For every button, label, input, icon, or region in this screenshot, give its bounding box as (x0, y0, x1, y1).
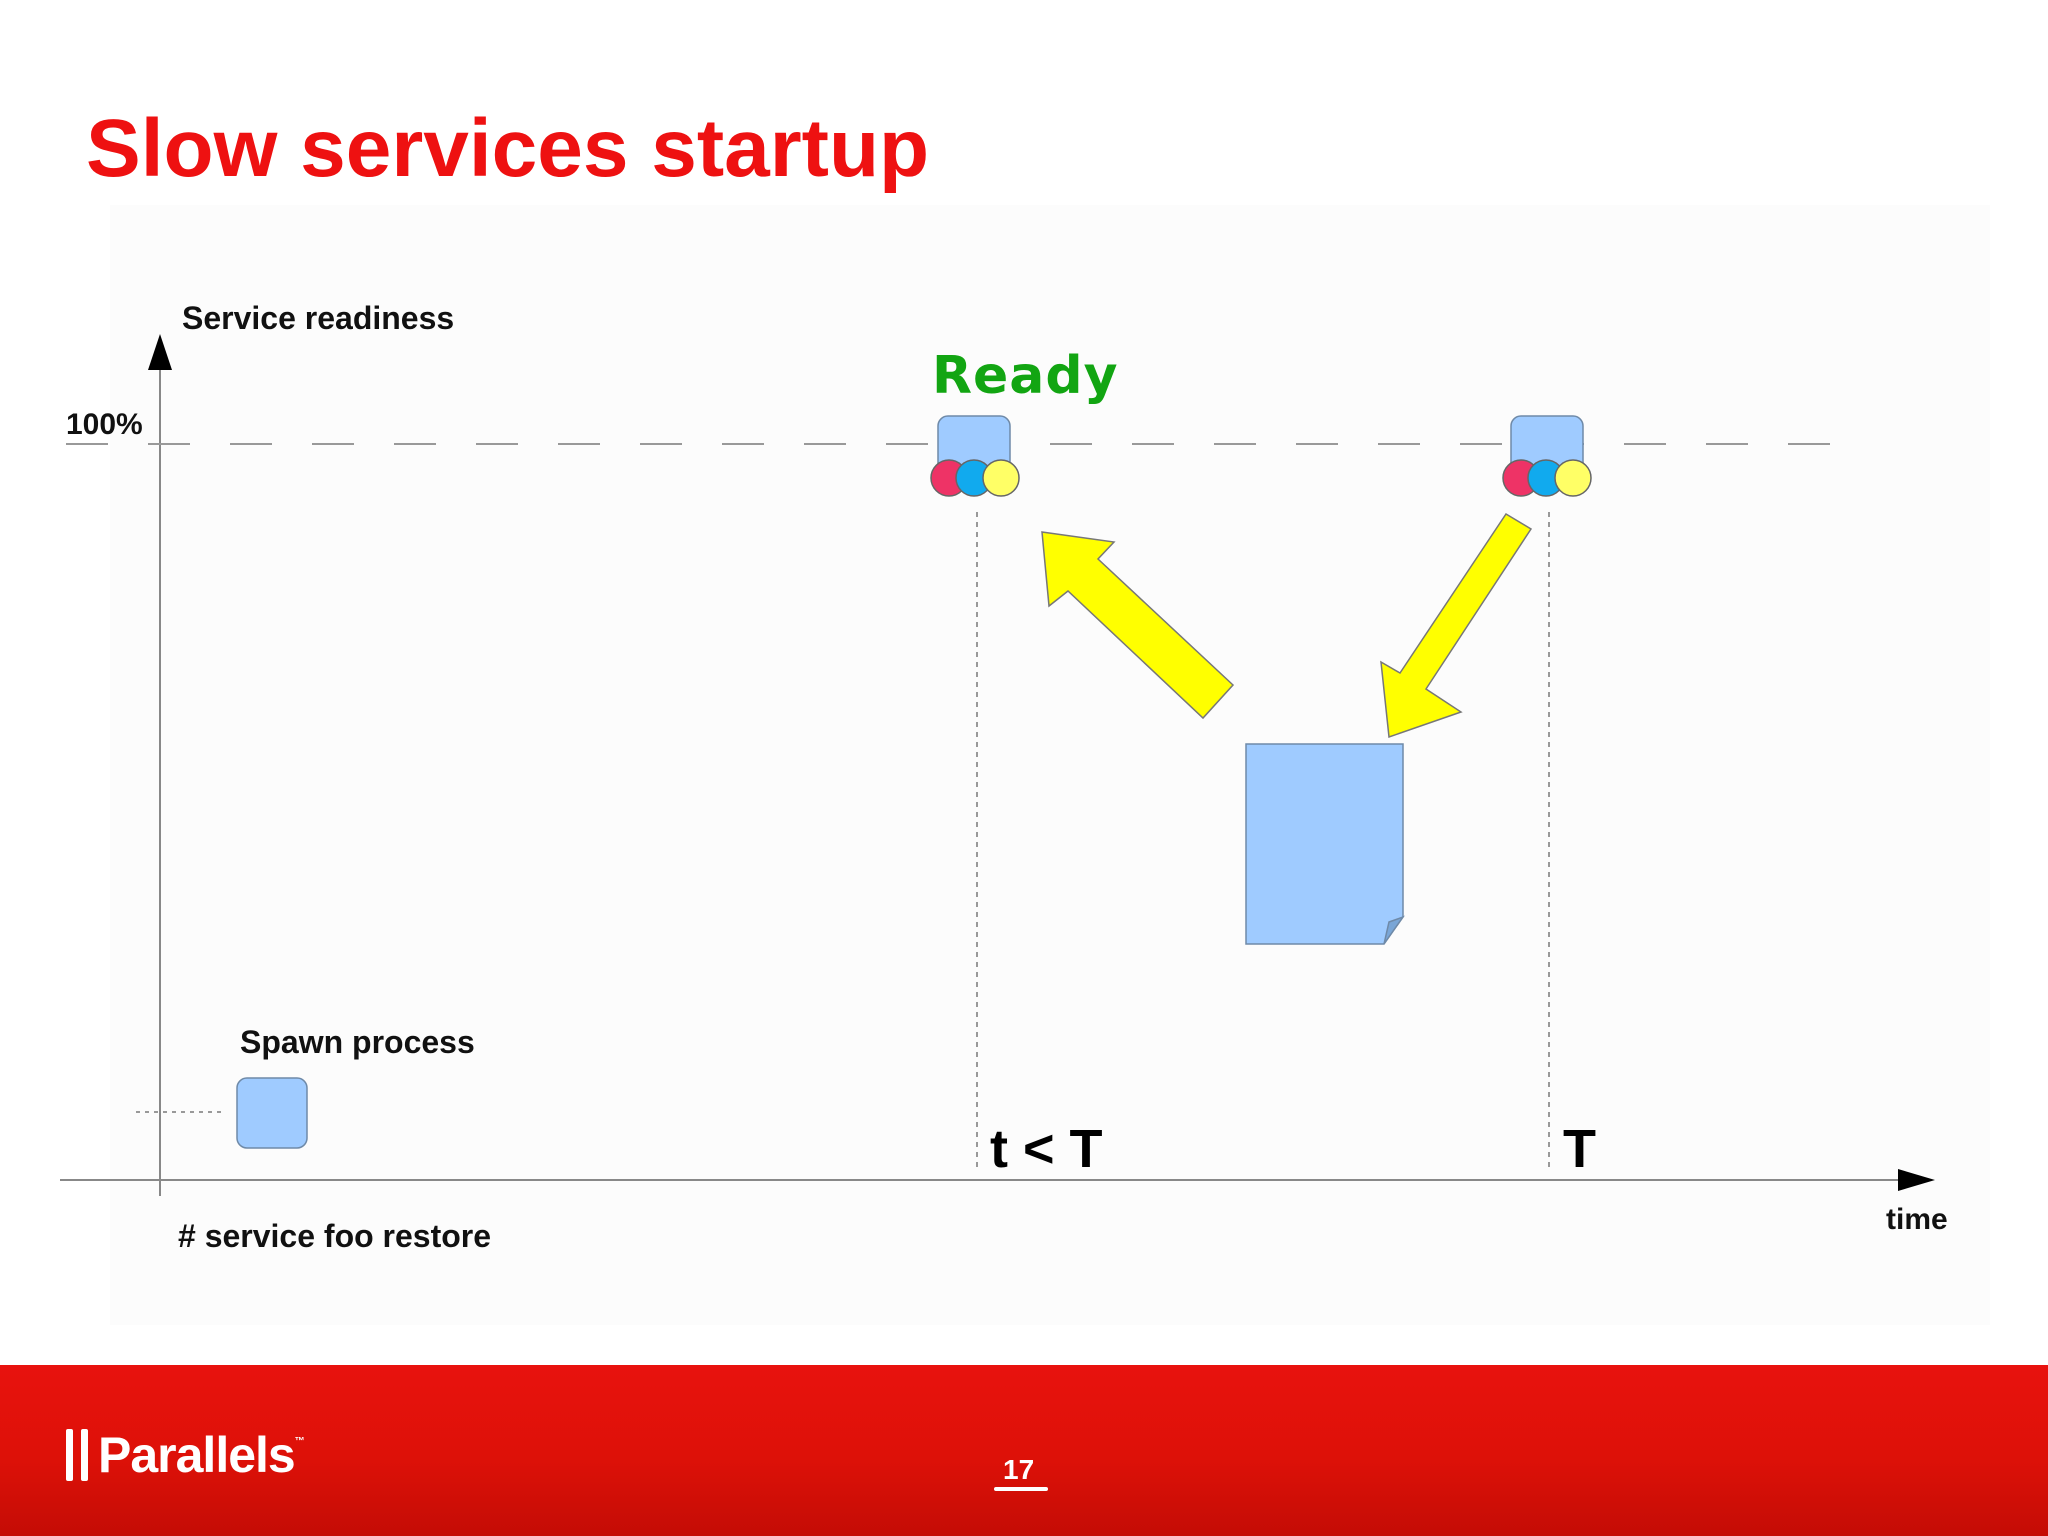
command-label: # service foo restore (178, 1218, 492, 1254)
spawn-process-label: Spawn process (240, 1024, 475, 1060)
slide-title: Slow services startup (86, 103, 930, 194)
parallels-logo: Parallels ™ (66, 1428, 305, 1482)
page-number: 17 (1003, 1454, 1035, 1485)
y-axis-label: Service readiness (182, 300, 455, 336)
footer-bar (0, 1365, 2048, 1536)
marker-early-label: t < T (990, 1119, 1103, 1179)
ready-service-icon-late (1502, 415, 1592, 497)
dot-yellow (982, 459, 1020, 497)
spawn-process-box (236, 1077, 308, 1149)
parallels-bars-icon (66, 1429, 88, 1481)
page-number-underline (994, 1487, 1048, 1491)
ready-label: Ready (932, 346, 1119, 406)
x-axis-label: time (1886, 1203, 1948, 1236)
document-fold (1383, 915, 1405, 945)
dot-yellow (1554, 459, 1592, 497)
state-document-icon (1245, 743, 1404, 945)
logo-text: Parallels (98, 1427, 296, 1483)
ready-level-label: 100% (66, 408, 143, 441)
x-axis-arrowhead (1898, 1169, 1935, 1191)
arrow-to-early-icon (1041, 531, 1235, 720)
trademark-icon: ™ (294, 1436, 305, 1447)
arrow-from-late-icon (1380, 512, 1533, 739)
ready-service-icon-early (930, 415, 1020, 497)
y-axis-arrowhead (148, 334, 172, 370)
marker-late-label: T (1563, 1119, 1596, 1179)
diagram-background (110, 205, 1990, 1325)
